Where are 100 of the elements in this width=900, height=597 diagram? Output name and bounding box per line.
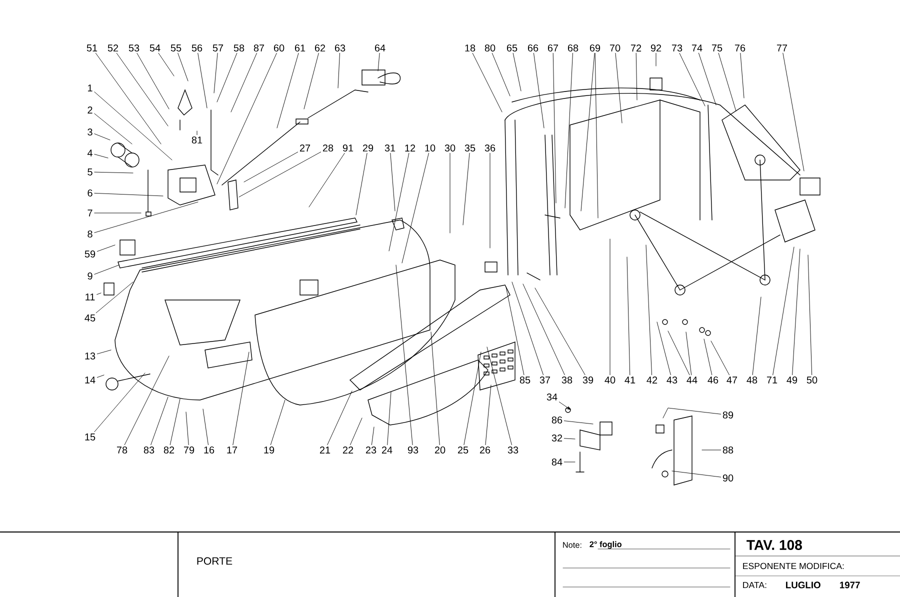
- leader-line: [564, 52, 573, 208]
- callout-number: 86: [552, 416, 562, 424]
- leader-line: [615, 52, 622, 124]
- callout-number: 26: [480, 446, 490, 454]
- callout-number: 17: [227, 446, 238, 454]
- callout-number: 46: [708, 376, 718, 384]
- leader-line: [662, 408, 722, 418]
- leader-line: [772, 246, 794, 376]
- field-label: ESPONENTE MODIFICA:: [743, 562, 844, 570]
- leader-line: [216, 52, 277, 184]
- leader-line: [472, 52, 502, 112]
- leader-line: [304, 52, 319, 110]
- callout-number: 81: [192, 136, 202, 144]
- leader-line: [94, 372, 146, 432]
- callout-number: 33: [508, 446, 518, 454]
- callout-number: 42: [646, 376, 658, 384]
- callout-number: 19: [264, 446, 274, 454]
- callout-number: 67: [548, 44, 558, 52]
- callout-number: 69: [590, 44, 600, 52]
- callout-number: 77: [776, 44, 788, 52]
- callout-number: 3: [88, 128, 92, 136]
- callout-number: 62: [314, 44, 326, 52]
- leader-line: [704, 338, 712, 376]
- leader-line: [95, 52, 162, 144]
- callout-number: 13: [85, 352, 96, 360]
- leader-line: [686, 332, 692, 376]
- callout-number: 90: [722, 474, 734, 482]
- leader-line: [402, 152, 429, 264]
- note-label: Note:: [563, 542, 582, 548]
- leader-line: [740, 52, 744, 98]
- leader-line: [580, 52, 595, 212]
- callout-number: 47: [726, 376, 738, 384]
- title: PORTE: [197, 557, 232, 565]
- leader-line: [522, 284, 565, 376]
- leader-line: [216, 52, 238, 102]
- leader-line: [232, 352, 250, 446]
- leader-line: [512, 52, 522, 92]
- callout-number: 73: [672, 44, 682, 52]
- callout-number: 51: [86, 44, 98, 52]
- callout-number: 44: [686, 376, 698, 384]
- callout-number: 85: [520, 376, 530, 384]
- callout-number: 60: [274, 44, 284, 52]
- callout-number: 53: [128, 44, 140, 52]
- callout-number: 29: [362, 144, 374, 152]
- leader-line: [698, 52, 716, 106]
- leader-line: [485, 384, 492, 446]
- callout-number: 4: [87, 150, 92, 156]
- callout-number: 82: [164, 446, 174, 454]
- callout-number: 9: [88, 272, 92, 280]
- callout-number: 50: [806, 376, 818, 384]
- callout-number: 76: [734, 44, 746, 52]
- leader-line: [308, 152, 345, 208]
- leader-line: [388, 152, 410, 252]
- leader-line: [626, 256, 630, 376]
- callout-number: 14: [85, 376, 96, 384]
- callout-number: 25: [458, 446, 468, 454]
- callout-number: 32: [552, 434, 562, 442]
- leader-line: [486, 346, 512, 446]
- callout-number: 41: [624, 376, 636, 384]
- callout-number: 58: [234, 44, 244, 52]
- leader-line: [327, 390, 352, 446]
- callout-number: 49: [786, 376, 798, 384]
- leader-line: [94, 202, 198, 233]
- leader-line: [558, 402, 571, 410]
- sheet-number: TAV. 108: [746, 540, 802, 550]
- leader-line: [390, 152, 396, 212]
- callout-number: 61: [294, 44, 306, 52]
- leader-line: [196, 130, 198, 136]
- callout-number: 78: [116, 446, 128, 454]
- callout-number: 38: [562, 376, 572, 384]
- callout-number: 24: [382, 446, 392, 454]
- callout-number: 27: [300, 144, 310, 152]
- callout-number: 70: [610, 44, 620, 52]
- callout-number: 7: [88, 210, 92, 216]
- leader-line: [96, 292, 102, 295]
- leader-line: [116, 52, 168, 126]
- leader-line: [94, 212, 142, 214]
- leader-line: [396, 264, 413, 446]
- callout-number: 88: [722, 446, 734, 454]
- callout-number: 71: [766, 376, 778, 384]
- callout-number: 89: [722, 411, 734, 419]
- leader-line: [464, 352, 482, 446]
- leader-line: [552, 52, 556, 204]
- date-text: 1977: [840, 582, 860, 588]
- callout-number: 52: [108, 44, 118, 52]
- leader-line: [594, 52, 598, 218]
- leader-line: [96, 374, 104, 378]
- leader-line: [371, 426, 374, 446]
- leader-line: [656, 322, 671, 376]
- leader-line: [96, 350, 112, 354]
- leader-line: [534, 288, 586, 376]
- leader-line: [718, 52, 736, 112]
- callout-number: 11: [86, 294, 95, 300]
- leader-line: [94, 172, 134, 174]
- callout-number: 35: [464, 144, 476, 152]
- callout-number: 83: [144, 446, 154, 454]
- callout-number: 75: [712, 44, 722, 52]
- callout-number: 45: [84, 314, 96, 322]
- callout-number: 79: [184, 446, 194, 454]
- callout-number: 54: [150, 44, 160, 52]
